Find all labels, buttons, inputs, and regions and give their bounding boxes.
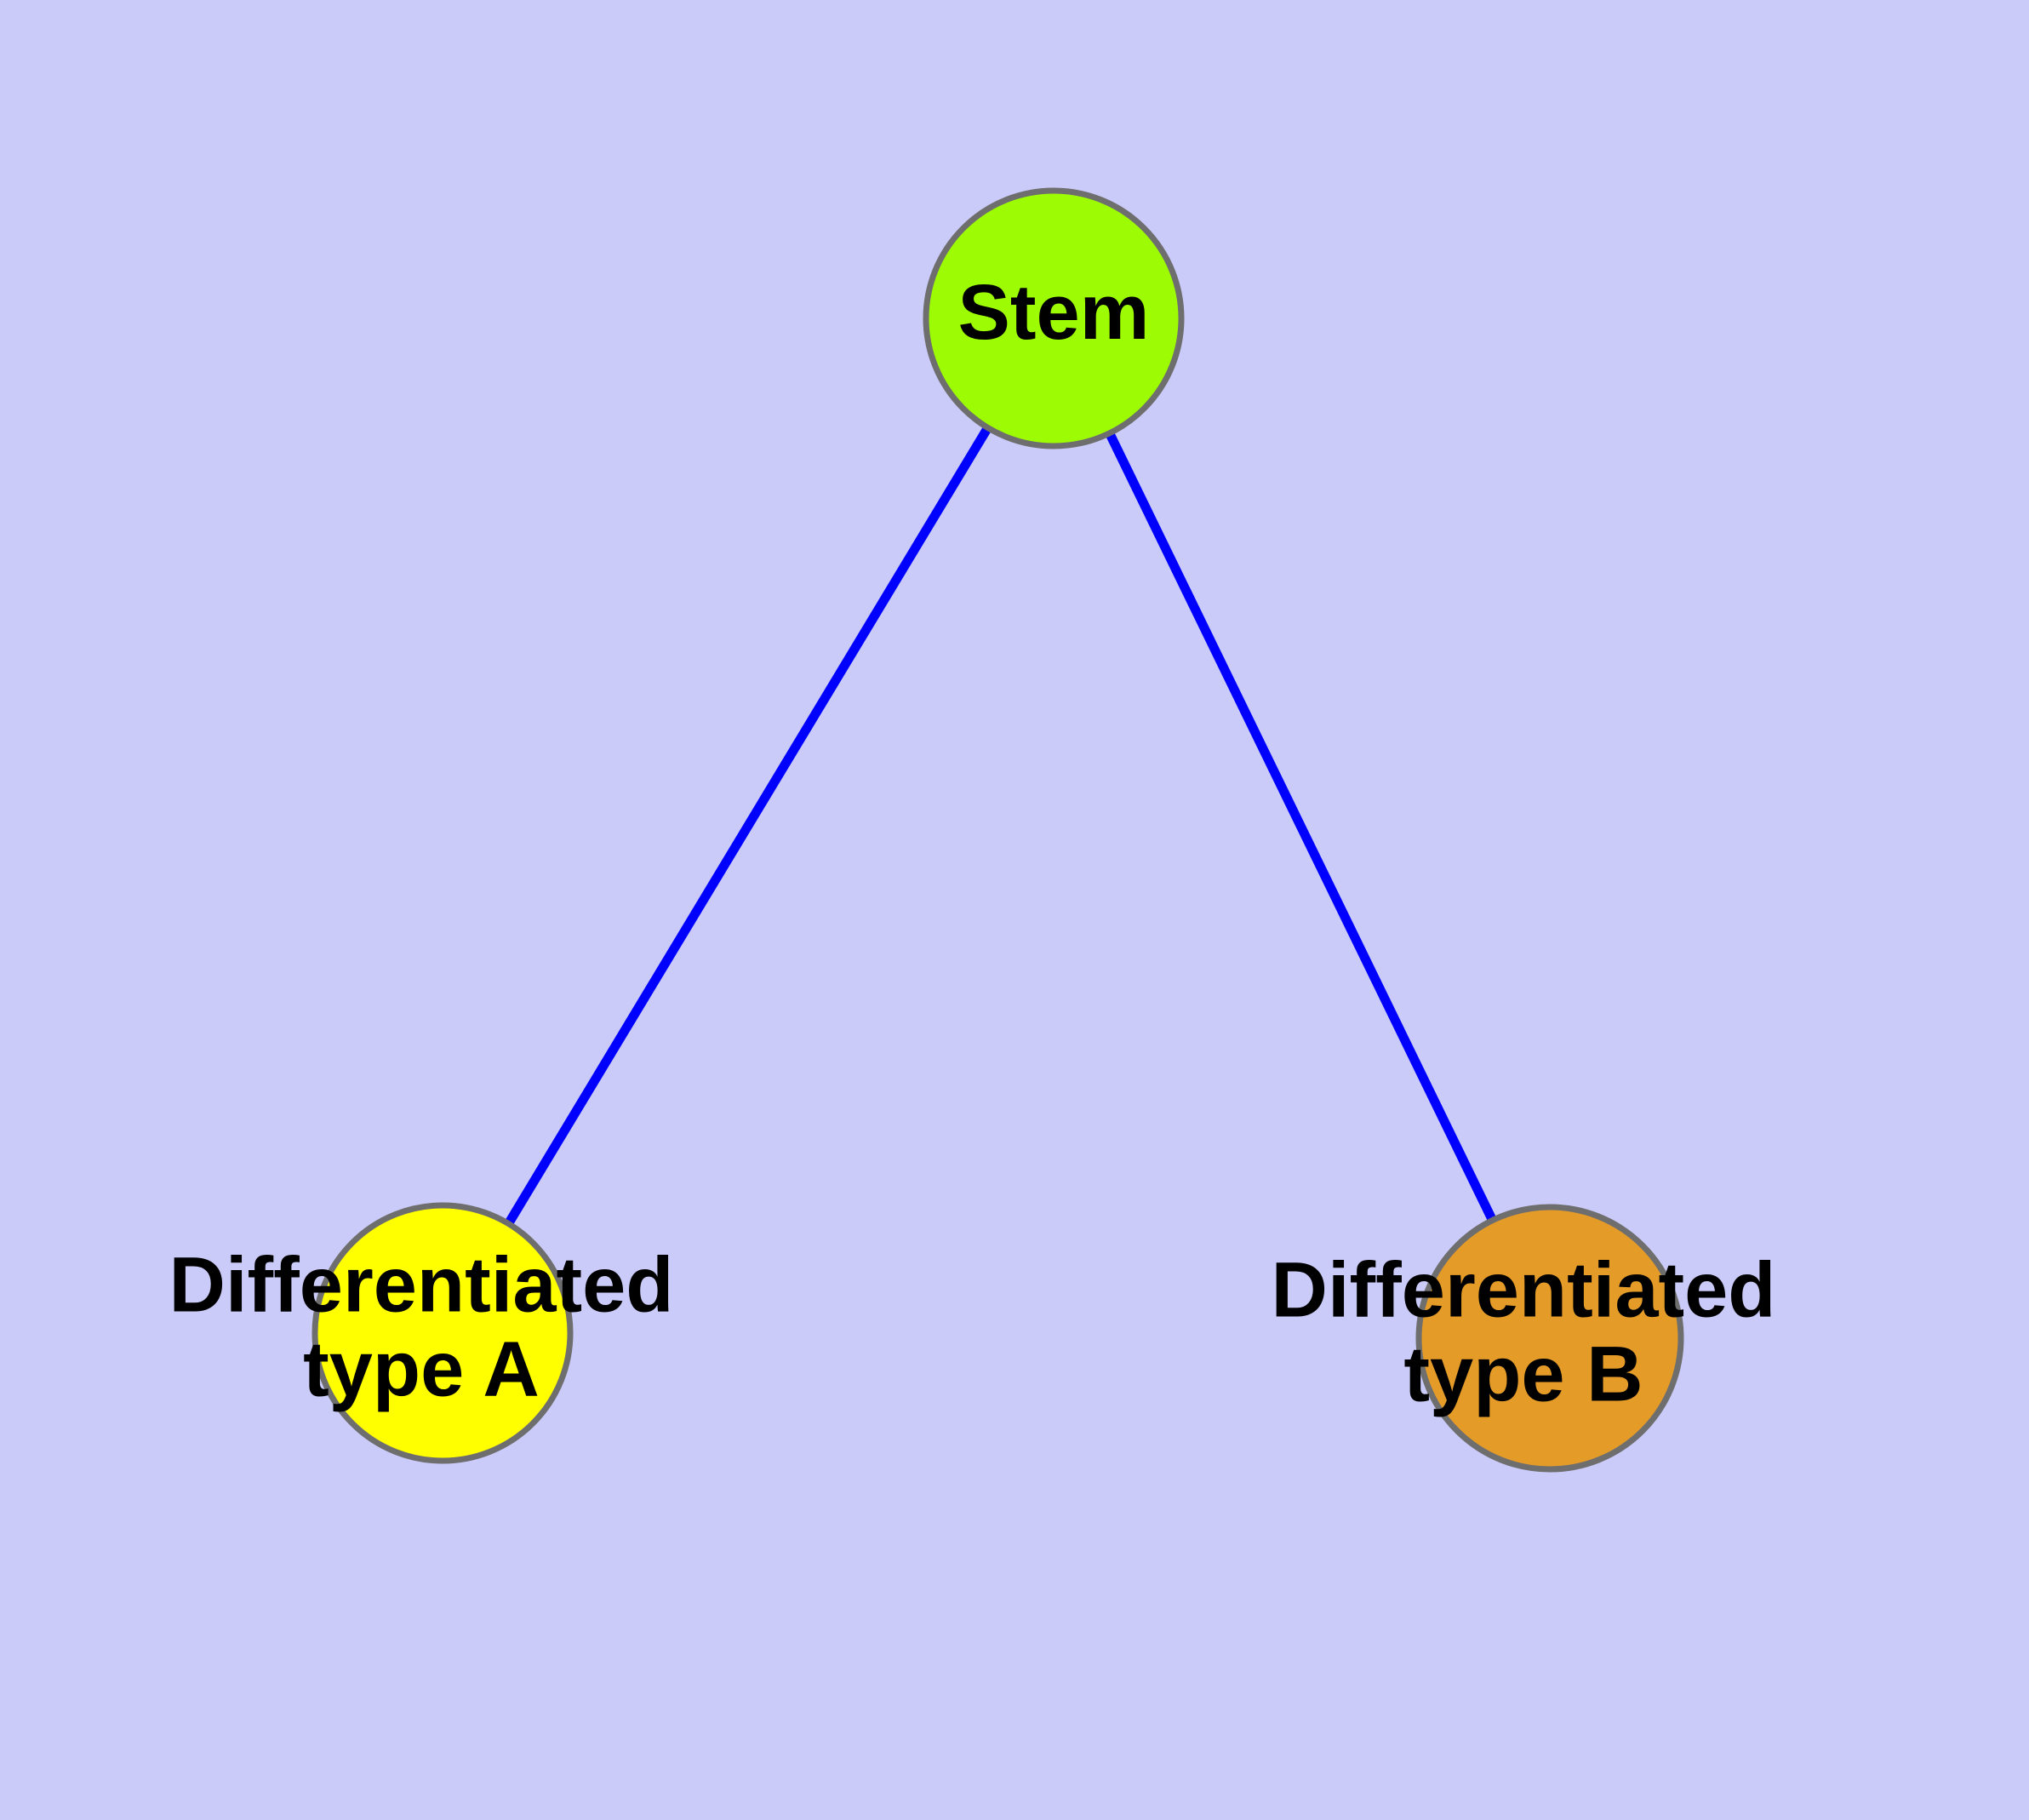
nodes-layer [311, 187, 1684, 1473]
node-label-line: Differentiated [169, 1242, 674, 1329]
edges-layer [438, 316, 1554, 1341]
node-diff-a[interactable] [311, 1202, 574, 1464]
node-diff-b[interactable] [1415, 1204, 1684, 1473]
node-label-stem: Stem [958, 269, 1150, 356]
edge-stem-to-diff-b[interactable] [1049, 316, 1554, 1341]
node-label-line: Differentiated [1272, 1247, 1776, 1334]
node-stem[interactable] [923, 187, 1185, 449]
edge-stem-to-diff-a[interactable] [438, 316, 1058, 1336]
node-label-line: type B [1403, 1331, 1643, 1418]
node-label-line: Stem [958, 269, 1150, 356]
node-label-line: type A [303, 1326, 540, 1413]
